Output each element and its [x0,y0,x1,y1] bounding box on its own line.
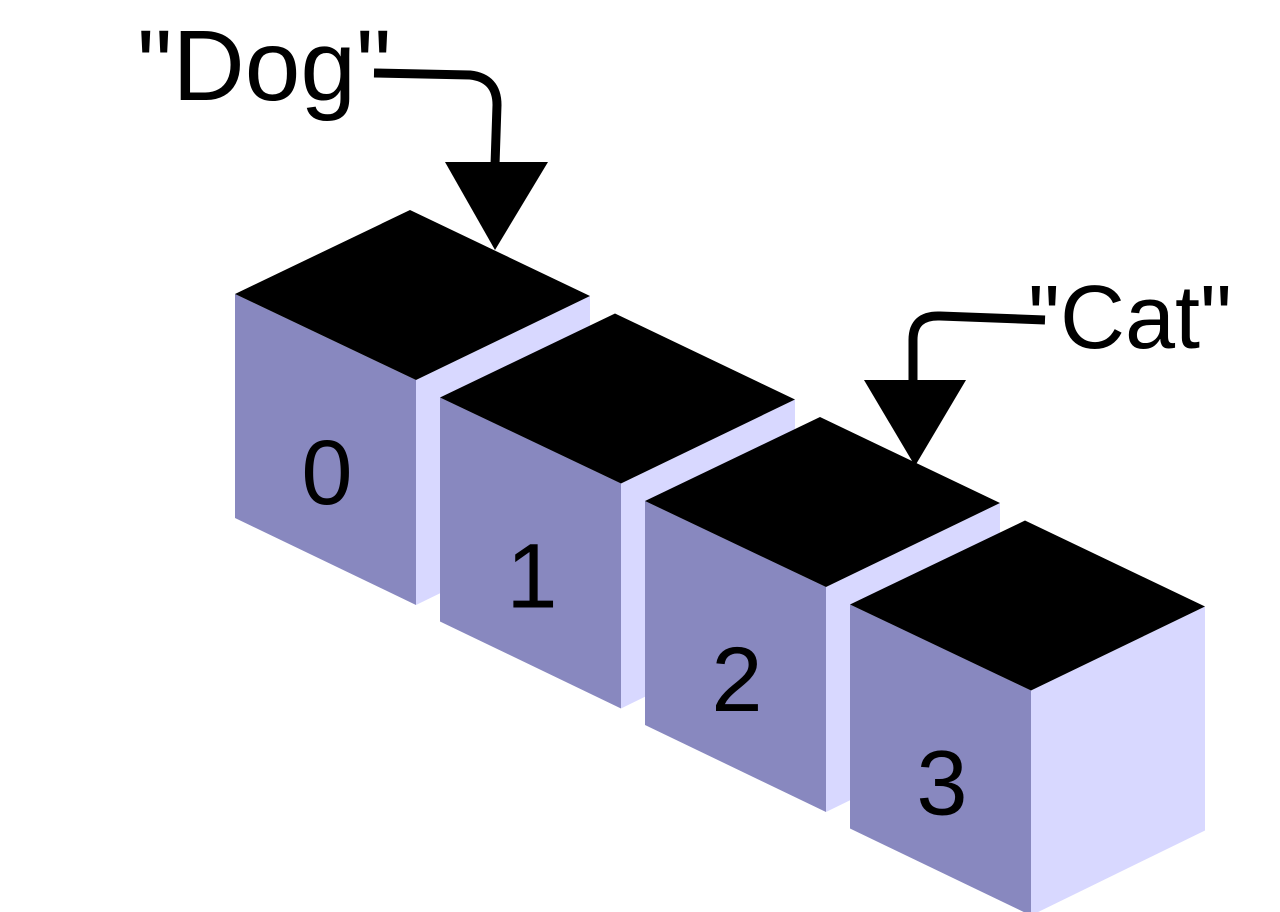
cube-side-face [1031,606,1205,912]
cell-index-label: 2 [711,629,762,731]
cell-index-label: 1 [506,526,557,628]
dog-arrow-line [373,68,502,166]
cell-index-label: 0 [301,422,352,524]
cat-pointer: "Cat" [864,268,1232,466]
cube-front-face [440,397,621,709]
cube-top-face [645,417,1000,587]
array-cell-3: 3 [850,520,1205,912]
cat-arrow-line [908,311,1046,382]
dog-label: "Dog" [137,10,391,122]
cell-index-label: 3 [916,733,967,835]
cube-front-face [850,604,1031,912]
cube-top-face [850,520,1205,691]
dog-arrowhead-icon [445,162,548,250]
cube-front-face [645,501,826,812]
cube-front-face [235,294,416,605]
dog-pointer: "Dog" [137,10,548,250]
cat-arrowhead-icon [864,380,966,466]
cat-label: "Cat" [1028,268,1232,368]
cube-top-face [440,313,795,484]
cube-top-face [235,210,590,380]
